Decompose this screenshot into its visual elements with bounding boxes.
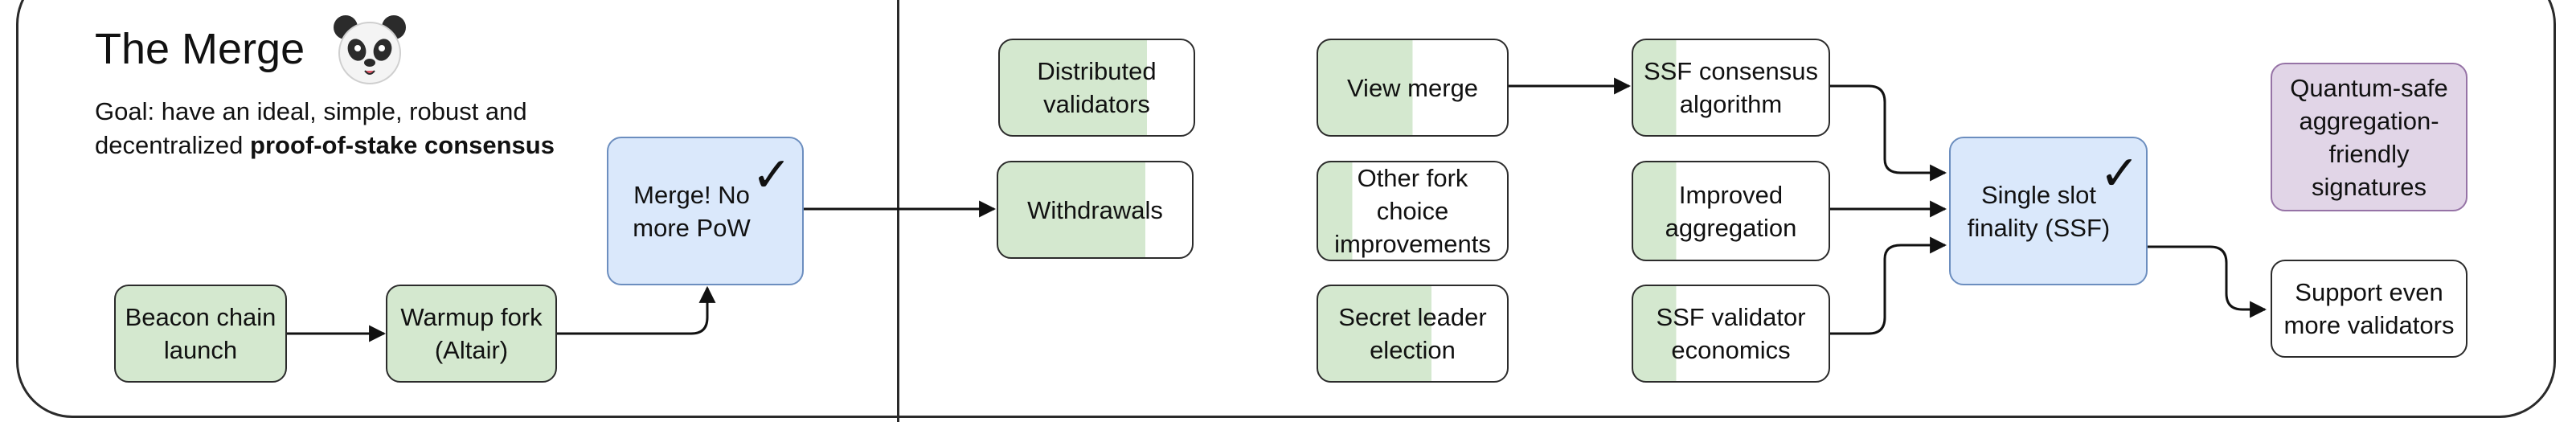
node-label: Improved aggregation [1665, 180, 1797, 242]
node-single-slot-finality: Single slot finality (SSF) [1949, 137, 2148, 285]
node-warmup-fork: Warmup fork (Altair) [386, 285, 557, 383]
checkmark-icon: ✓ [752, 148, 792, 202]
section-divider [897, 0, 899, 422]
node-support-more-validators: Support even more validators [2271, 260, 2467, 358]
node-other-fork-choice: Other fork choice improvements [1317, 161, 1509, 261]
node-view-merge: View merge [1317, 39, 1509, 137]
goal-statement: Goal: have an ideal, simple, robust and … [95, 95, 577, 162]
goal-text: Goal: have an ideal, simple, robust and … [95, 97, 527, 159]
node-label: View merge [1346, 73, 1479, 102]
node-label: SSF validator economics [1656, 303, 1806, 364]
section-frame [16, 0, 2556, 418]
node-label: Warmup fork (Altair) [400, 303, 543, 364]
node-label: Secret leader election [1338, 303, 1487, 364]
node-improved-aggregation: Improved aggregation [1632, 161, 1830, 261]
node-label: Other fork choice improvements [1334, 164, 1491, 258]
node-label: Distributed validators [1037, 57, 1157, 118]
checkmark-icon: ✓ [2099, 146, 2140, 200]
arrow-ssfvalidator-to-single-slot [1830, 236, 1947, 335]
node-label: Quantum-safe aggregation-friendly signat… [2290, 73, 2448, 201]
goal-bold-text: proof-of-stake consensus [250, 131, 555, 159]
arrow-single-slot-to-support [2148, 245, 2267, 318]
node-label: Support even more validators [2283, 278, 2455, 339]
page-title: The Merge [95, 25, 305, 73]
node-ssf-consensus-algorithm: SSF consensus algorithm [1632, 39, 1830, 137]
node-label: SSF consensus algorithm [1643, 57, 1819, 118]
node-secret-leader-election: Secret leader election [1317, 285, 1509, 383]
arrow-warmup-to-merge [557, 285, 716, 335]
node-merge: Merge! No more PoW [607, 137, 804, 285]
node-label: Withdrawals [1027, 195, 1163, 224]
node-quantum-safe-signatures: Quantum-safe aggregation-friendly signat… [2271, 63, 2467, 211]
node-label: Beacon chain launch [125, 303, 276, 364]
node-distributed-validators: Distributed validators [998, 39, 1195, 137]
panda-face-icon [334, 15, 406, 84]
arrow-ssfconsensus-to-single-slot [1830, 84, 1947, 182]
node-label: Single slot finality (SSF) [1967, 180, 2111, 242]
node-withdrawals: Withdrawals [997, 161, 1194, 259]
node-label: Merge! No more PoW [633, 180, 751, 242]
node-beacon-chain-launch: Beacon chain launch [114, 285, 287, 383]
node-ssf-validator-economics: SSF validator economics [1632, 285, 1830, 383]
